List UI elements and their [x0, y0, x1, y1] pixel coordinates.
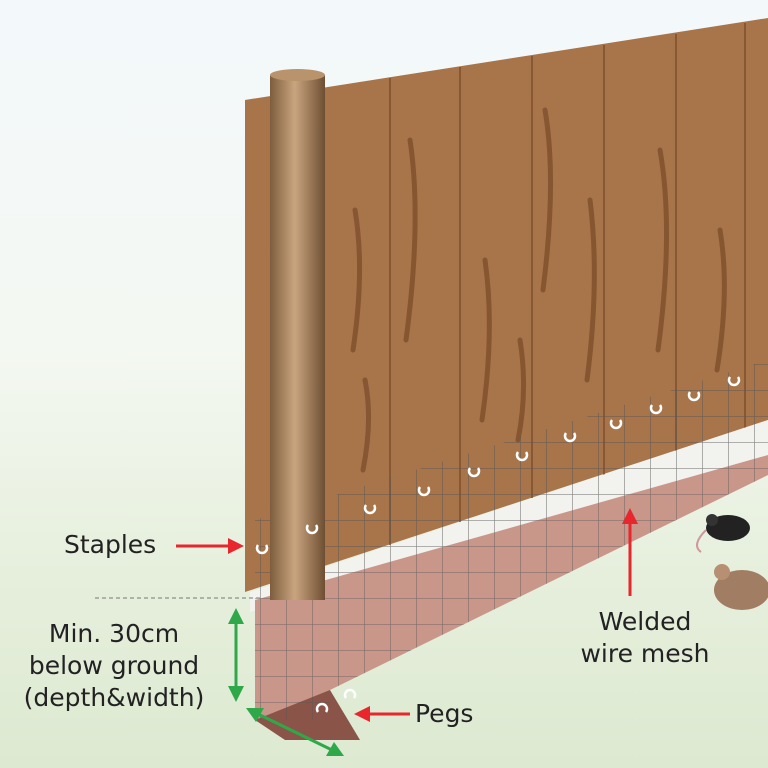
staples-label: Staples — [64, 530, 157, 559]
mouse-icon — [714, 564, 768, 610]
red-arrows — [176, 508, 638, 722]
green-arrows — [228, 608, 344, 756]
mouse-icon — [696, 514, 750, 553]
staples — [255, 376, 741, 555]
fence-post — [270, 75, 325, 600]
mesh-label-line: Welded — [598, 607, 692, 636]
depth-label-line: below ground — [28, 651, 200, 680]
wood-grain — [350, 107, 727, 473]
pegs — [315, 688, 357, 713]
mesh-label: Welded wire mesh — [560, 606, 730, 670]
welded-wire-mesh — [255, 360, 768, 600]
pegs-label: Pegs — [415, 699, 474, 728]
depth-label-line: (depth&width) — [23, 683, 205, 712]
depth-label: Min. 30cm below ground (depth&width) — [0, 618, 228, 714]
mesh-label-line: wire mesh — [580, 639, 710, 668]
depth-label-line: Min. 30cm — [48, 619, 180, 648]
